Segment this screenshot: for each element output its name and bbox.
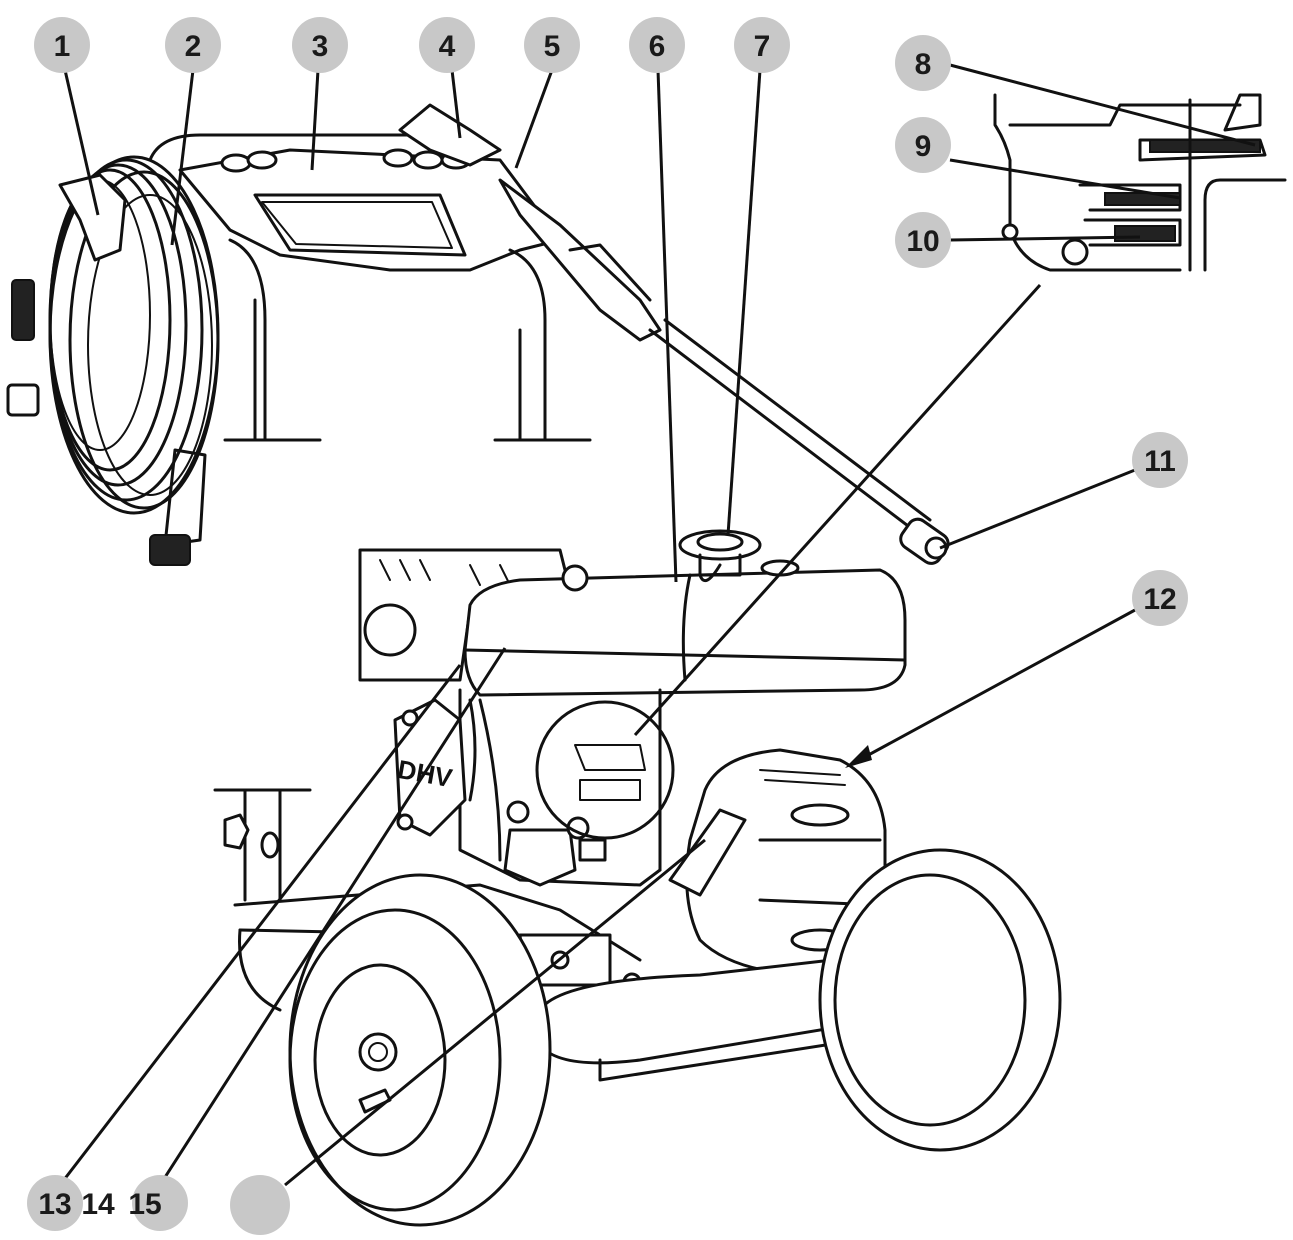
engine-illustration: DHV xyxy=(358,529,907,977)
callout-12-label: 12 xyxy=(1143,583,1176,616)
callout-9-label: 9 xyxy=(915,130,932,163)
callout-8: 8 xyxy=(895,35,951,91)
callout-13: 13 xyxy=(27,1175,83,1231)
callout-15-label: 15 xyxy=(128,1188,161,1221)
high-pressure-hose-illustration xyxy=(6,155,220,566)
callout-1: 1 xyxy=(34,17,90,73)
callout-7-label: 7 xyxy=(754,30,771,63)
callout-14-label: 14 xyxy=(81,1188,115,1221)
spray-gun-and-wand-illustration xyxy=(398,103,950,565)
callout-6: 6 xyxy=(629,17,685,73)
callout-16 xyxy=(230,1175,290,1235)
callout-6-label: 6 xyxy=(649,30,666,63)
callout-9: 9 xyxy=(895,117,951,173)
callout-3: 3 xyxy=(292,17,348,73)
callout-5: 5 xyxy=(524,17,580,73)
handle-and-panel-illustration xyxy=(148,133,592,442)
callout-3-label: 3 xyxy=(312,30,329,63)
leader-lines xyxy=(58,63,1256,1187)
callout-10-label: 10 xyxy=(906,225,939,258)
callout-8-label: 8 xyxy=(915,48,932,81)
callout-7: 7 xyxy=(734,17,790,73)
callout-2-label: 2 xyxy=(185,30,202,63)
callout-10: 10 xyxy=(895,212,951,268)
callout-5-label: 5 xyxy=(544,30,561,63)
frame-and-wheels-illustration xyxy=(213,788,1062,1227)
callout-13-label: 13 xyxy=(38,1188,71,1221)
callout-4-label: 4 xyxy=(439,30,456,63)
callout-15: 15 xyxy=(128,1175,188,1231)
callout-11: 11 xyxy=(1132,432,1188,488)
callout-11-label: 11 xyxy=(1144,445,1176,478)
callout-2: 2 xyxy=(165,17,221,73)
callout-12: 12 xyxy=(1132,570,1188,626)
callout-14: 14 xyxy=(81,1188,115,1221)
choke-fuel-valve-detail-inset xyxy=(993,93,1287,272)
callout-1-label: 1 xyxy=(54,30,71,63)
callout-4: 4 xyxy=(419,17,475,73)
